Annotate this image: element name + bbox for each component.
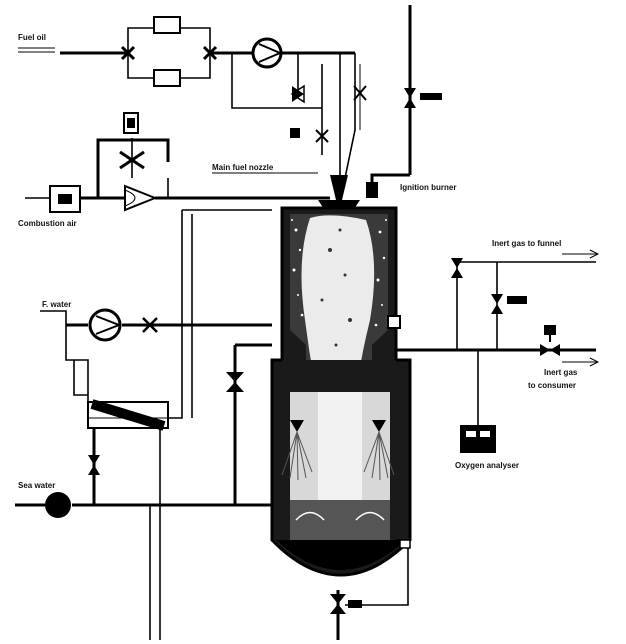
spray-nozzle-left	[281, 420, 313, 481]
consumer-valve	[540, 325, 560, 356]
heat-exchanger	[87, 399, 169, 431]
label-inert-gas-to-consumer-line2: to consumer	[528, 381, 576, 390]
label-fresh-water: F. water	[42, 300, 71, 309]
air-filter-box	[49, 185, 81, 213]
fuel-valve-a	[290, 84, 305, 104]
inert-gas-main-outlet	[396, 261, 596, 425]
spray-nozzle-right	[363, 420, 395, 481]
main-fuel-nozzle	[318, 175, 360, 212]
label-inert-gas-to-consumer-line1: Inert gas	[544, 368, 578, 377]
fuel-oil-line	[60, 5, 412, 182]
fuel-solenoid-valve	[290, 128, 329, 143]
label-fuel-oil: Fuel oil	[18, 33, 46, 42]
fuel-filter-top	[153, 16, 181, 34]
fuel-valve-right	[202, 45, 218, 61]
scrubber-tower	[270, 206, 412, 577]
drain-valve	[330, 594, 362, 614]
label-main-fuel-nozzle: Main fuel nozzle	[212, 163, 274, 172]
oxygen-analyser	[460, 425, 496, 453]
sea-water-valve	[88, 455, 100, 475]
air-blower	[124, 184, 158, 212]
fresh-water-pump	[88, 308, 122, 342]
fuel-inlet-arrow	[18, 47, 55, 53]
label-combustion-air: Combustion air	[18, 219, 77, 228]
sea-water-pump	[45, 492, 71, 518]
ignition-burner	[366, 182, 378, 198]
combustion-air-line	[25, 138, 330, 200]
air-control-valve	[119, 112, 145, 170]
fuel-filter-bottom	[153, 69, 181, 87]
fuel-oil-pump	[251, 37, 283, 69]
label-ignition-burner: Ignition burner	[400, 183, 456, 192]
label-sea-water: Sea water	[18, 481, 55, 490]
fuel-valve-left	[120, 45, 136, 61]
funnel-control-valve	[491, 294, 527, 314]
label-oxygen-analyser: Oxygen analyser	[455, 461, 519, 470]
fresh-water-line	[40, 209, 272, 419]
bubble-arcs	[295, 511, 385, 521]
label-inert-gas-to-funnel: Inert gas to funnel	[492, 239, 561, 248]
ignition-valve	[404, 88, 442, 108]
tower-level-gauge	[387, 315, 401, 329]
fresh-water-valve	[142, 317, 158, 333]
funnel-valve	[451, 258, 463, 278]
fuel-valve-b	[353, 85, 367, 101]
scrubber-water-valve	[226, 372, 244, 392]
